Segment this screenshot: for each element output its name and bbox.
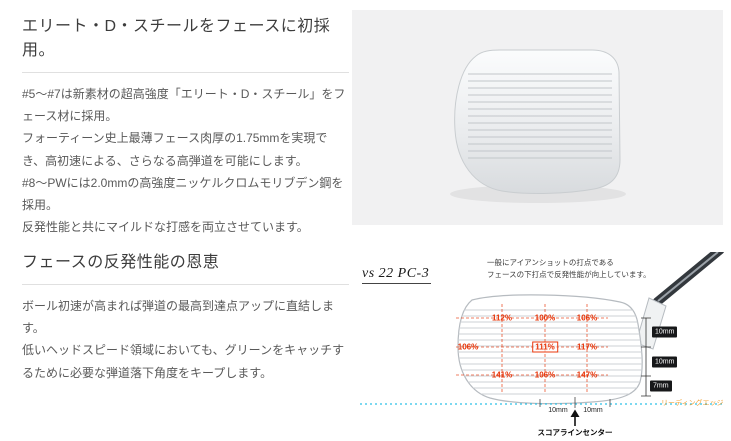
shaft-highlight (657, 252, 719, 302)
iron-face-image (352, 10, 723, 225)
rebound-value: 100% (534, 313, 556, 323)
section1-heading: エリート・D・スチールをフェースに初採用。 (22, 12, 349, 73)
bottom-measurement-label: 10mm (548, 407, 568, 414)
diagram-note-line: 一般にアイアンショットの打点である (487, 258, 614, 267)
rebound-value: 141% (491, 370, 513, 380)
rebound-value: 106% (576, 313, 598, 323)
section1-paragraph: #5〜#7は新素材の超高強度「エリート・D・スチール」をフェース材に採用。 (22, 87, 346, 124)
section2-paragraph: 低いヘッドスピード領域においても、グリーンをキャッチするために必要な弾道落下角度… (22, 343, 345, 380)
rebound-value: 106% (534, 370, 556, 380)
diagram-note: 一般にアイアンショットの打点である フェースの下打点で反発性能が向上しています。 (487, 257, 651, 281)
section1-paragraph: 反発性能と共にマイルドな打感を両立させています。 (22, 220, 309, 235)
section-rebound-benefit: フェースの反発性能の恩恵 ボール初速が高まれば弾道の最高到達点アップに直結します… (22, 248, 349, 384)
side-measurement-badge: 10mm (652, 356, 678, 368)
side-measurement-badge: 7mm (650, 380, 672, 392)
hosel-graphic (635, 297, 667, 350)
scoreline-arrow-head (570, 409, 580, 417)
bottom-measurement-ticks (539, 397, 611, 408)
section2-paragraph: ボール初速が高まれば弾道の最高到達点アップに直結します。 (22, 299, 335, 336)
section1-paragraph: #8〜PWには2.0mmの高強度ニッケルクロムモリブデン鋼を採用。 (22, 175, 344, 212)
side-measurement-bracket (641, 317, 651, 397)
rebound-value-highlighted: 111% (532, 341, 558, 353)
scoreline-center-label: スコアラインセンター (537, 428, 613, 437)
section1-paragraph: フォーティーン史上最薄フェース肉厚の1.75mmを実現でき、高初速による、さらな… (22, 131, 328, 168)
leading-edge-label: リーディングエッジ (661, 400, 724, 407)
section2-heading: フェースの反発性能の恩恵 (22, 248, 349, 285)
iron-face-photo (352, 10, 723, 225)
rebound-value: 117% (576, 342, 598, 352)
vs-model-label: vs 22 PC-3 (362, 266, 432, 284)
rebound-value: 147% (576, 370, 598, 380)
side-measurement-badge: 10mm (652, 326, 678, 338)
rebound-value: 106% (457, 342, 479, 352)
rebound-grid-lines (456, 304, 608, 392)
bottom-measurement-label: 10mm (583, 407, 603, 414)
diagram-note-line: フェースの下打点で反発性能が向上しています。 (487, 270, 651, 279)
section-face-steel: エリート・D・スチールをフェースに初採用。 #5〜#7は新素材の超高強度「エリー… (22, 12, 349, 238)
rebound-value: 112% (491, 313, 513, 323)
rebound-comparison-diagram: vs 22 PC-3 一般にアイアンショットの打点である フェースの下打点で反発… (352, 252, 731, 441)
